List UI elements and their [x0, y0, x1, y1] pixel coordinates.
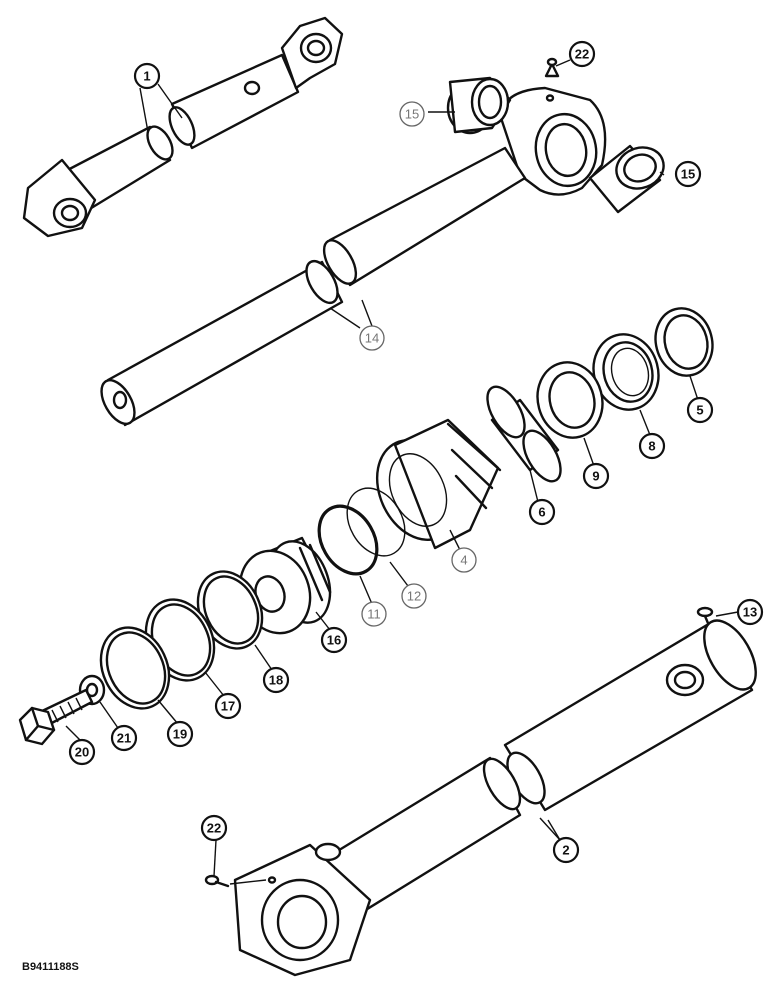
backup-ring-small — [346, 487, 406, 557]
callout-21: 21 — [110, 724, 138, 752]
svg-text:14: 14 — [365, 331, 379, 346]
cylinder-barrel — [233, 619, 757, 977]
svg-text:16: 16 — [327, 633, 341, 648]
piston-rod — [100, 86, 607, 427]
callout-5: 5 — [686, 396, 714, 424]
callout-11: 11 — [361, 601, 387, 627]
svg-text:6: 6 — [538, 505, 545, 520]
bushing-rear — [588, 144, 665, 214]
callout-22-top: 22 — [568, 40, 596, 68]
piston-ring-1 — [196, 570, 264, 650]
drawing-code: B9411188S — [22, 961, 79, 973]
callout-15-rear: 15 — [674, 160, 702, 188]
callout-17: 17 — [214, 692, 242, 720]
callout-20: 20 — [68, 738, 96, 766]
svg-text:5: 5 — [696, 403, 703, 418]
callout-6: 6 — [528, 498, 556, 526]
gland — [375, 418, 502, 550]
svg-text:20: 20 — [75, 745, 89, 760]
svg-text:15: 15 — [405, 107, 419, 122]
grease-fitting-bottom — [204, 874, 230, 888]
svg-text:13: 13 — [743, 605, 757, 620]
rod-seal — [592, 333, 660, 411]
svg-text:19: 19 — [173, 727, 187, 742]
svg-text:11: 11 — [367, 607, 381, 622]
callout-15-front: 15 — [399, 101, 425, 127]
grease-fitting-top — [544, 57, 560, 78]
svg-text:18: 18 — [269, 673, 283, 688]
svg-text:1: 1 — [143, 69, 150, 84]
callout-12: 12 — [401, 583, 427, 609]
svg-text:12: 12 — [407, 589, 421, 604]
svg-text:21: 21 — [117, 731, 131, 746]
piston-ring-3 — [99, 626, 171, 710]
callout-16: 16 — [320, 626, 348, 654]
svg-text:22: 22 — [207, 821, 221, 836]
svg-text:8: 8 — [648, 439, 655, 454]
callout-14: 14 — [359, 325, 385, 351]
svg-text:9: 9 — [592, 469, 599, 484]
wiper-seal — [654, 307, 714, 377]
callout-18: 18 — [262, 666, 290, 694]
bushing-front — [446, 76, 512, 135]
callout-13: 13 — [736, 598, 764, 626]
svg-text:22: 22 — [575, 47, 589, 62]
backup-ring — [536, 361, 604, 439]
callout-1: 1 — [133, 62, 161, 90]
leader-lines — [65, 59, 739, 885]
o-ring — [317, 504, 379, 576]
bearing-ring — [486, 385, 562, 483]
piston-bolt — [18, 688, 94, 746]
callout-19: 19 — [166, 720, 194, 748]
callout-22-bottom: 22 — [200, 814, 228, 842]
callout-9: 9 — [582, 462, 610, 490]
callout-2: 2 — [552, 836, 580, 864]
callout-8: 8 — [638, 432, 666, 460]
svg-text:15: 15 — [681, 167, 695, 182]
callout-4: 4 — [451, 547, 477, 573]
svg-text:4: 4 — [460, 553, 467, 568]
assembled-cylinder — [22, 16, 344, 238]
svg-text:2: 2 — [562, 843, 569, 858]
svg-text:17: 17 — [221, 699, 235, 714]
